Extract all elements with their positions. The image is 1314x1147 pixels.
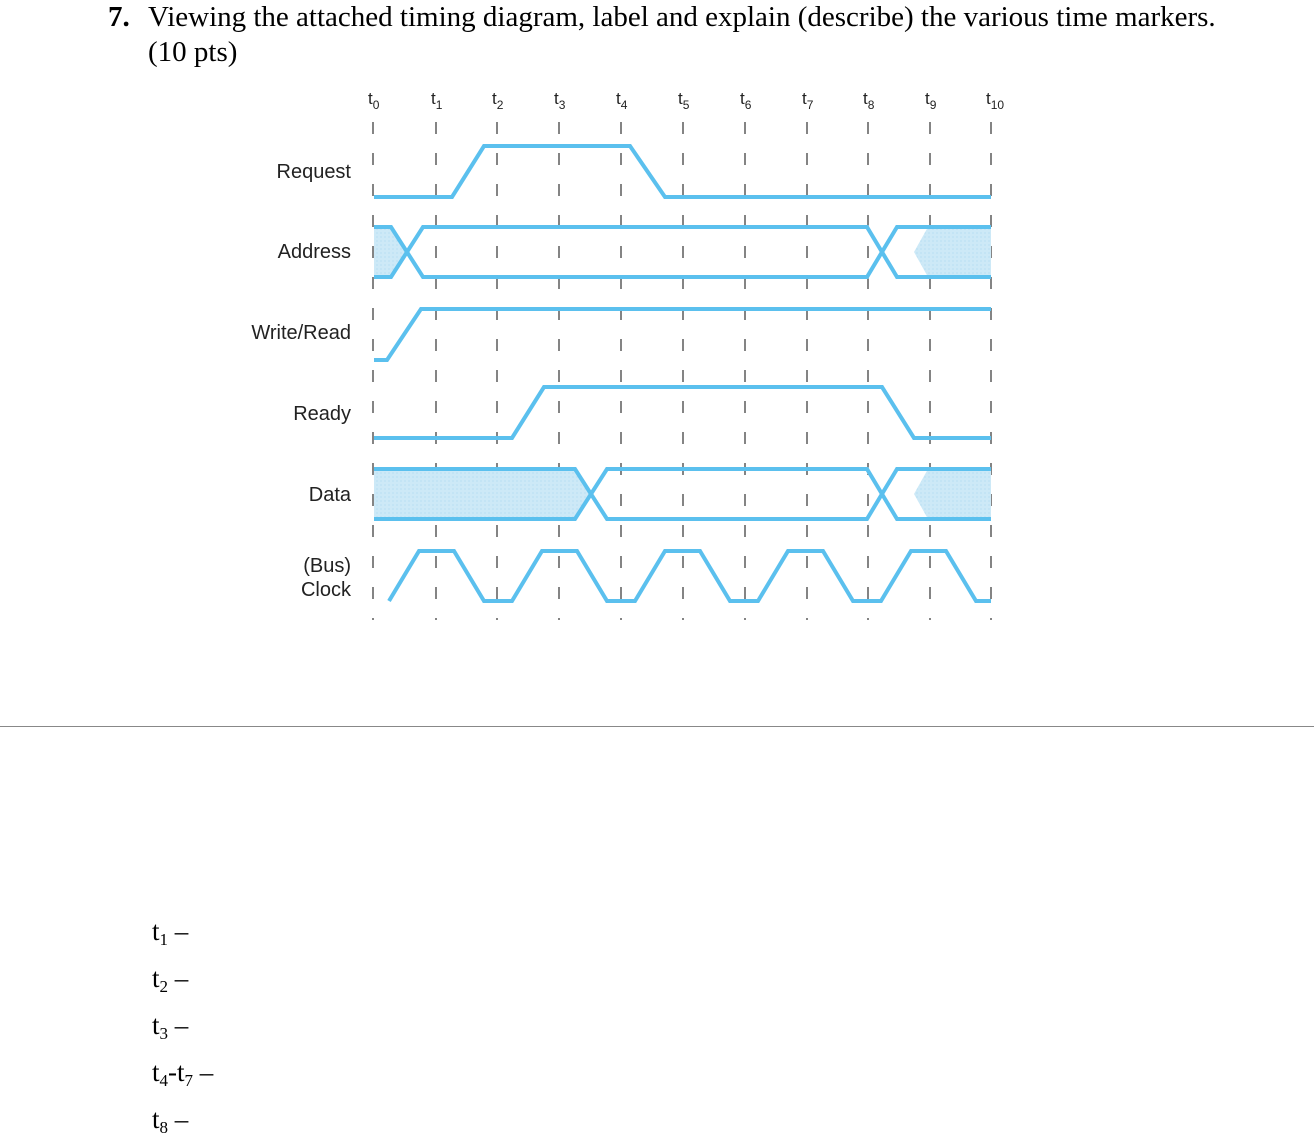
answer-list: t1 – t2 – t3 – t4-t7 – t8 –: [152, 912, 213, 1147]
answer-row-t2: t2 –: [152, 963, 189, 996]
data-undefined-regions: [374, 469, 991, 519]
answer-row-t1: t1 –: [152, 916, 189, 949]
question-text: 7. Viewing the attached timing diagram, l…: [108, 0, 1298, 70]
answer-row-t3: t3 –: [152, 1010, 189, 1043]
bus-clock-waveform: [387, 549, 991, 603]
time-marker-label-t4: t4: [616, 89, 628, 112]
question-number: 7.: [108, 1, 130, 33]
write-read-waveform: [374, 307, 991, 362]
request-waveform: [374, 144, 991, 199]
time-marker-label-t5: t5: [678, 89, 690, 112]
time-marker-label-t3: t3: [554, 89, 566, 112]
time-marker-label-t0: t0: [368, 89, 380, 112]
time-marker-label-t7: t7: [802, 89, 814, 112]
time-marker-label-t9: t9: [925, 89, 937, 112]
answer-row-t4-t7: t4-t7 –: [152, 1057, 214, 1090]
address-waveform: [374, 225, 991, 279]
time-marker-lines: [372, 122, 992, 620]
signal-label-clock: Clock: [301, 579, 352, 601]
time-marker-label-t8: t8: [863, 89, 875, 112]
question-line-1: Viewing the attached timing diagram, lab…: [148, 1, 1216, 33]
time-marker-labels: t0 t1 t2 t3 t4 t5 t6 t7 t8 t9 t10: [368, 89, 1004, 112]
question-line-2: (10 pts): [148, 36, 238, 68]
time-marker-label-t2: t2: [492, 89, 504, 112]
data-waveform: [374, 467, 991, 521]
signal-label-write-read: Write/Read: [251, 322, 351, 344]
signal-label-ready: Ready: [293, 403, 351, 425]
signal-label-bus: (Bus): [303, 555, 351, 577]
time-marker-label-t10: t10: [986, 89, 1004, 112]
answer-row-t8: t8 –: [152, 1104, 189, 1137]
time-marker-label-t6: t6: [740, 89, 752, 112]
ready-waveform: [374, 385, 991, 440]
signal-label-data: Data: [309, 484, 352, 506]
section-divider: [0, 726, 1314, 727]
signal-label-request: Request: [277, 161, 352, 183]
signal-label-address: Address: [278, 241, 351, 263]
time-marker-label-t1: t1: [431, 89, 443, 112]
